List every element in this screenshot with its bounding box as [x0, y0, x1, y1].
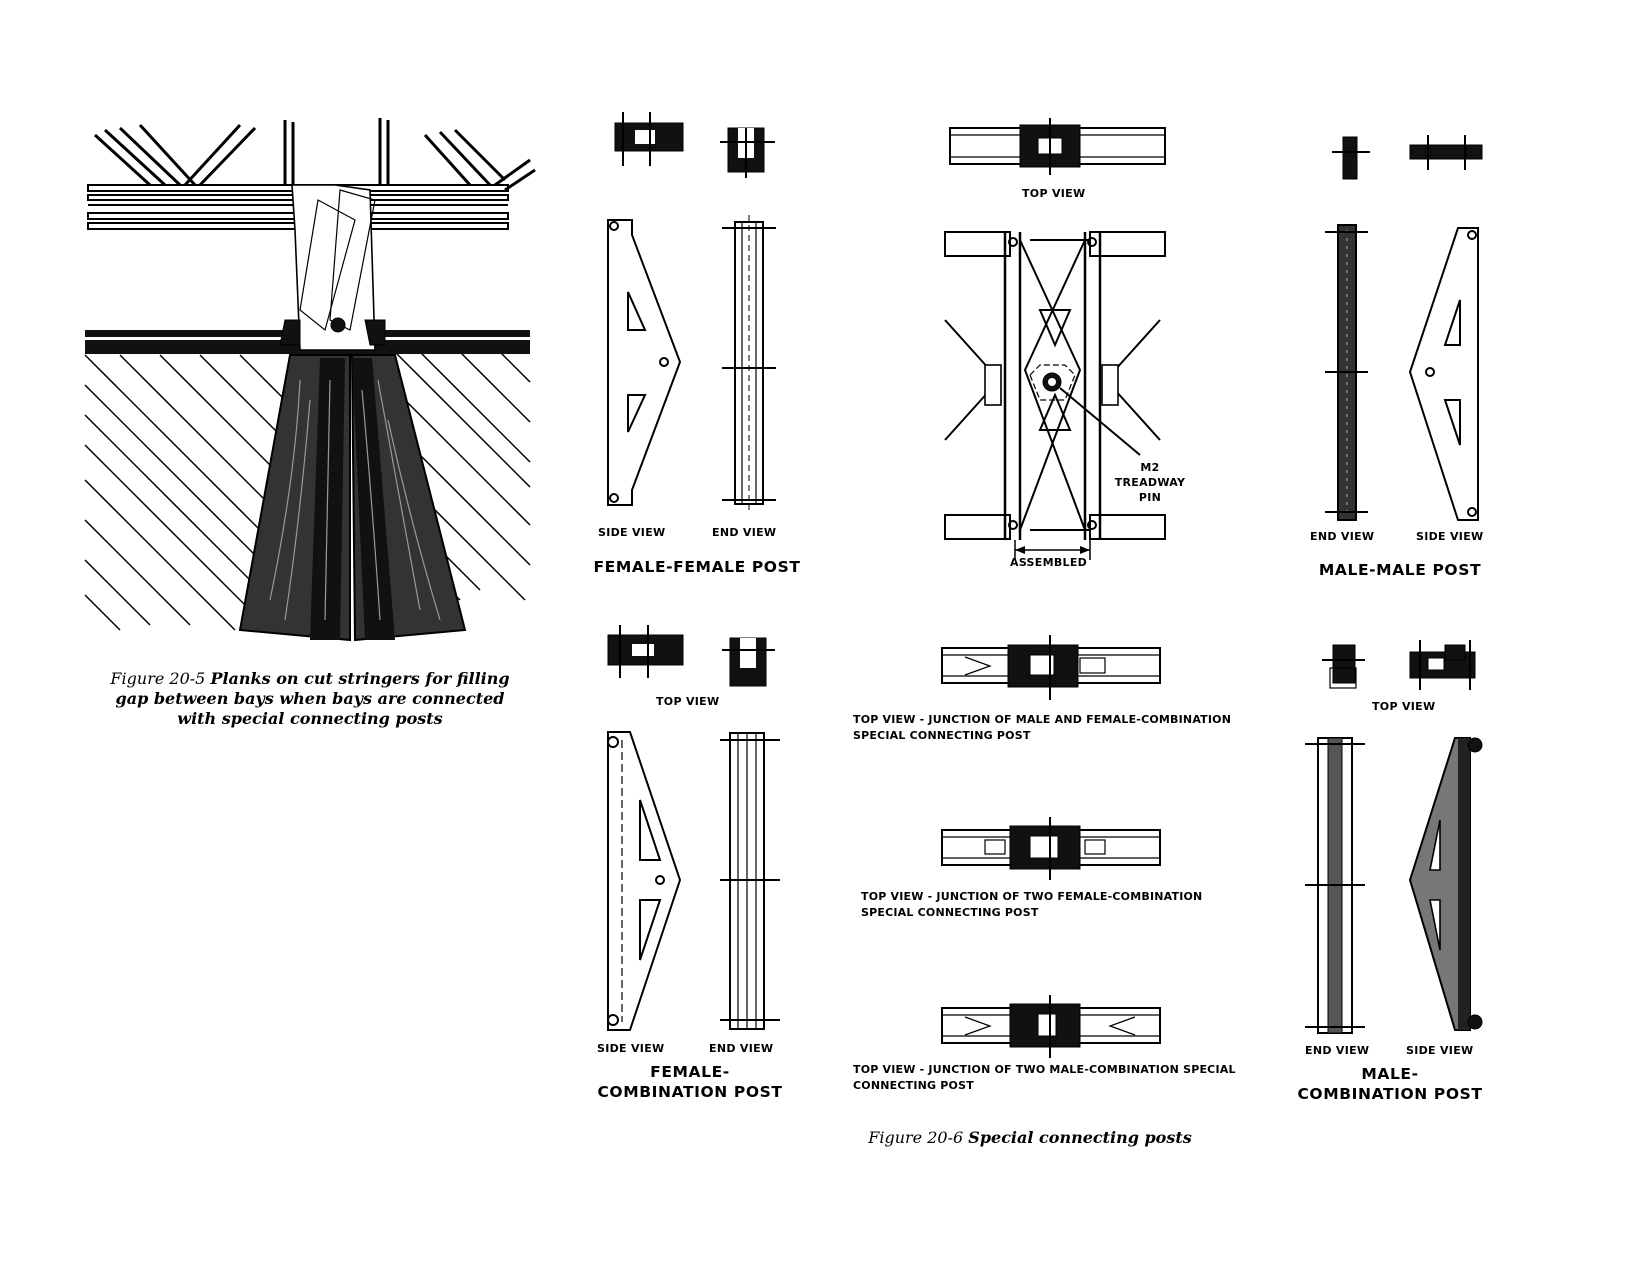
female-female-side-view-label: SIDE VIEW [598, 526, 666, 539]
truss-members [93, 118, 536, 192]
planks [238, 354, 467, 642]
female-combination-post-title: FEMALE- COMBINATION POST [597, 1063, 783, 1101]
male-combination-top-view-label: TOP VIEW [1372, 700, 1436, 713]
male-male-end-view-label: END VIEW [1310, 530, 1375, 543]
connecting-post [279, 184, 386, 351]
male-male-side-view-label: SIDE VIEW [1416, 530, 1484, 543]
male-male-post-title: MALE-MALE POST [1318, 561, 1482, 579]
assembled-label: ASSEMBLED [1010, 556, 1088, 569]
female-female-end-view-label: END VIEW [712, 526, 777, 539]
male-combination-end-view-label: END VIEW [1305, 1044, 1370, 1057]
junction-2-caption: TOP VIEW - JUNCTION OF TWO FEMALE-COMBIN… [861, 890, 1203, 919]
treadway-pin-label: M2 TREADWAY PIN [1114, 461, 1186, 504]
male-combination-post-title: MALE- COMBINATION POST [1297, 1065, 1483, 1103]
junction-3-caption: TOP VIEW - JUNCTION OF TWO MALE-COMBINAT… [853, 1063, 1236, 1092]
junction-1-caption: TOP VIEW - JUNCTION OF MALE AND FEMALE-C… [853, 713, 1232, 742]
assembled-top-view-label: TOP VIEW [1022, 187, 1086, 200]
figure-20-5-caption: Figure 20-5 Planks on cut stringers for … [110, 669, 510, 728]
female-combination-end-view-label: END VIEW [709, 1042, 774, 1055]
male-combination-side-view-label: SIDE VIEW [1406, 1044, 1474, 1057]
female-combination-top-view-label: TOP VIEW [656, 695, 720, 708]
figure-20-6-caption: Figure 20-6 Special connecting posts [868, 1128, 1192, 1147]
female-combination-side-view-label: SIDE VIEW [597, 1042, 665, 1055]
female-female-post-title: FEMALE-FEMALE POST [593, 558, 801, 576]
deck-hatching [84, 351, 531, 631]
